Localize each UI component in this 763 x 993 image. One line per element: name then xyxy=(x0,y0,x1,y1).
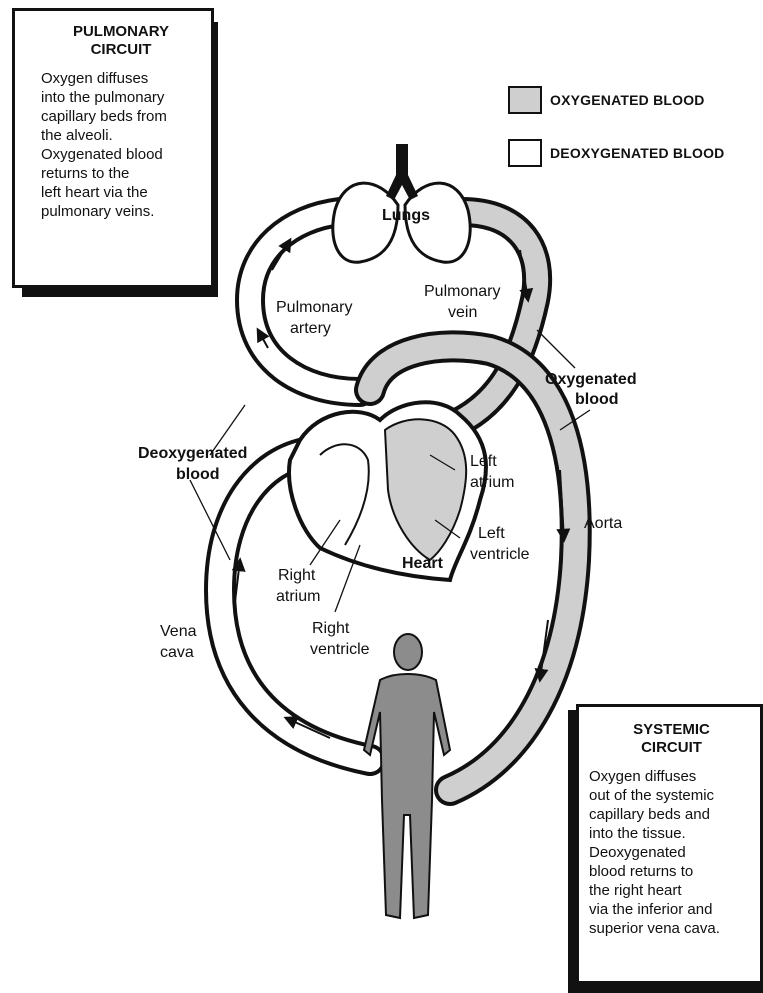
right-atrium-label-1: Right xyxy=(278,567,316,584)
vena-cava-label-2: cava xyxy=(160,644,194,661)
systemic-circuit-title: SYSTEMIC CIRCUIT xyxy=(589,721,754,757)
right-atrium-label-2: atrium xyxy=(276,588,320,605)
oxygenated-blood-label-2: blood xyxy=(575,391,619,408)
pulmonary-circuit-text: Oxygen diffuses into the pulmonary capil… xyxy=(41,69,201,221)
pulmonary-vein-label-1: Pulmonary xyxy=(424,283,500,300)
oxygenated-swatch xyxy=(508,86,542,114)
systemic-circuit-box: SYSTEMIC CIRCUIT Oxygen diffuses out of … xyxy=(576,704,763,984)
pulmonary-circuit-title: PULMONARY CIRCUIT xyxy=(41,23,201,59)
lungs xyxy=(333,144,470,262)
legend-oxygenated-label: OXYGENATED BLOOD xyxy=(550,92,705,108)
deoxygenated-blood-label-1: Deoxygenated xyxy=(138,445,247,462)
systemic-circuit-text: Oxygen diffuses out of the systemic capi… xyxy=(589,767,754,938)
legend-deoxygenated-label: DEOXYGENATED BLOOD xyxy=(550,145,724,161)
legend-oxygenated: OXYGENATED BLOOD xyxy=(508,86,705,114)
right-ventricle-label-1: Right xyxy=(312,620,350,637)
vena-cava-label-1: Vena xyxy=(160,623,197,640)
pulmonary-artery-label-1: Pulmonary xyxy=(276,299,352,316)
aorta-label: Aorta xyxy=(584,515,622,532)
pulmonary-artery-label-2: artery xyxy=(290,320,331,337)
deoxygenated-blood-label-2: blood xyxy=(176,466,220,483)
pulmonary-vein-label-2: vein xyxy=(448,304,477,321)
lungs-label: Lungs xyxy=(382,207,430,224)
left-atrium-label-2: atrium xyxy=(470,474,514,491)
deoxygenated-swatch xyxy=(508,139,542,167)
left-ventricle-label-2: ventricle xyxy=(470,546,530,563)
human-body-silhouette xyxy=(364,634,450,918)
left-ventricle-label-1: Left xyxy=(478,525,505,542)
right-ventricle-label-2: ventricle xyxy=(310,641,370,658)
heart xyxy=(289,402,486,580)
heart-label: Heart xyxy=(402,555,444,572)
pulmonary-circuit-box: PULMONARY CIRCUIT Oxygen diffuses into t… xyxy=(12,8,214,288)
left-atrium-label-1: Left xyxy=(470,453,497,470)
oxygenated-blood-label-1: Oxygenated xyxy=(545,371,637,388)
legend-deoxygenated: DEOXYGENATED BLOOD xyxy=(508,139,724,167)
